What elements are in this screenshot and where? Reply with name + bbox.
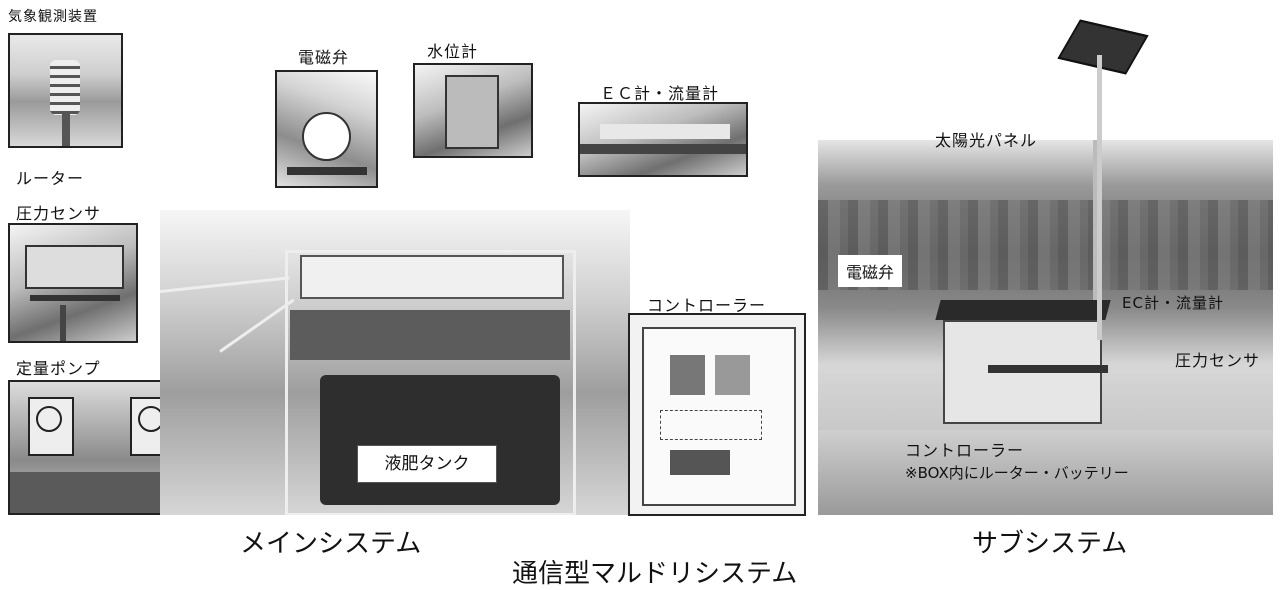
ec-flow-main-photo	[578, 102, 748, 177]
pressure-sensor-main-photo	[8, 223, 138, 343]
overall-title: 通信型マルドリシステム	[512, 559, 798, 589]
solar-pole	[1097, 55, 1102, 340]
solenoid-valve-main-photo	[275, 70, 378, 188]
water-level-photo	[413, 63, 533, 158]
solar-panel-label: 太陽光パネル	[935, 131, 1038, 150]
controller-sub-note: ※BOX内にルーター・バッテリー	[905, 464, 1129, 482]
controller-sub-label: コントローラー	[905, 441, 1025, 460]
main-system-caption: メインシステム	[240, 529, 422, 559]
solenoid-valve-main-label: 電磁弁	[298, 48, 350, 67]
solenoid-valve-sub-label: 電磁弁	[838, 255, 903, 287]
pressure-sensor-sub-label: 圧力センサ	[1175, 351, 1261, 370]
solar-panel-shape	[1057, 19, 1149, 75]
sub-system-caption: サブシステム	[972, 529, 1128, 559]
water-level-label: 水位計	[427, 42, 479, 61]
sub-system-photo	[818, 140, 1273, 515]
weather-station-label: 気象観測装置	[8, 9, 98, 25]
router-label: ルーター	[16, 169, 85, 188]
ec-flow-sub-label: EC計・流量計	[1122, 294, 1224, 312]
fertilizer-tank-label: 液肥タンク	[357, 445, 497, 483]
ec-flow-main-label: ＥＣ計・流量計	[600, 84, 720, 103]
controller-main-photo	[628, 313, 806, 516]
pump-label: 定量ポンプ	[16, 359, 101, 378]
weather-station-photo	[8, 33, 123, 148]
pressure-sensor-main-label: 圧力センサ	[16, 204, 102, 223]
controller-main-label: コントローラー	[647, 296, 767, 315]
